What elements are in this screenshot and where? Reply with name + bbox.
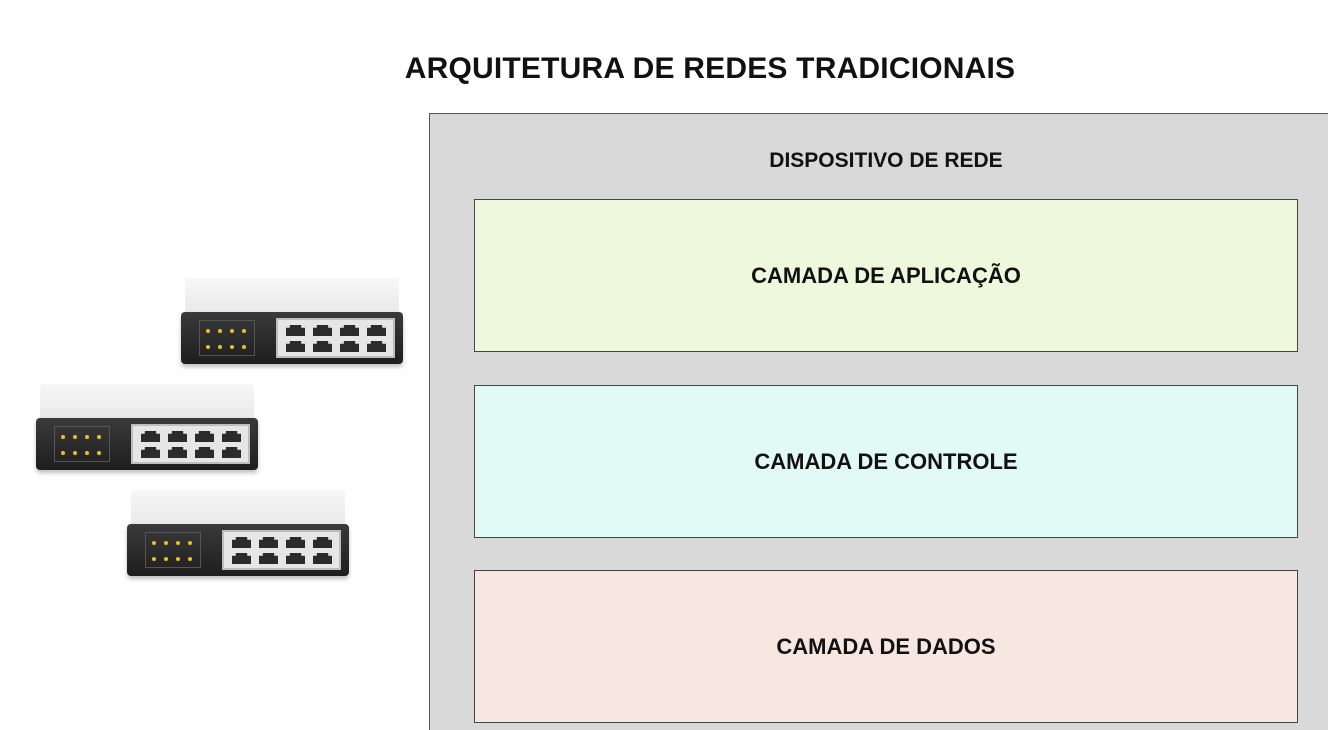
- ethernet-port-icon: [259, 537, 278, 548]
- ethernet-ports: [131, 424, 250, 464]
- led-indicator: [242, 345, 246, 349]
- ethernet-port-icon: [313, 341, 332, 352]
- switch-front-panel: [36, 418, 258, 470]
- control-layer: CAMADA DE CONTROLE: [474, 385, 1298, 538]
- led-indicator: [61, 435, 65, 439]
- ethernet-port-icon: [286, 537, 305, 548]
- network-switch-icon: [36, 384, 258, 476]
- led-indicator: [97, 435, 101, 439]
- switch-top-panel: [131, 490, 345, 526]
- switch-top-panel: [40, 384, 254, 420]
- ethernet-port-icon: [232, 553, 251, 564]
- led-indicator: [164, 557, 168, 561]
- led-indicator: [230, 345, 234, 349]
- switch-front-panel: [181, 312, 403, 364]
- ethernet-port-icon: [141, 447, 160, 458]
- ethernet-port-icon: [259, 553, 278, 564]
- ethernet-port-icon: [313, 537, 332, 548]
- led-indicator: [73, 435, 77, 439]
- switch-top-panel: [185, 278, 399, 314]
- ethernet-port-icon: [340, 341, 359, 352]
- diagram-title: ARQUITETURA DE REDES TRADICIONAIS: [404, 52, 1016, 85]
- ethernet-port-icon: [141, 431, 160, 442]
- led-indicator: [73, 451, 77, 455]
- led-indicator: [176, 557, 180, 561]
- data-layer: CAMADA DE DADOS: [474, 570, 1298, 723]
- led-indicator: [164, 541, 168, 545]
- network-switch-icon: [181, 278, 403, 370]
- led-indicator: [188, 557, 192, 561]
- led-indicator: [188, 541, 192, 545]
- device-label: DISPOSITIVO DE REDE: [769, 149, 1003, 172]
- ethernet-port-icon: [168, 447, 187, 458]
- ethernet-port-icon: [286, 325, 305, 336]
- status-leds: [199, 320, 255, 356]
- ethernet-ports: [276, 318, 395, 358]
- ethernet-port-icon: [367, 341, 386, 352]
- led-indicator: [218, 345, 222, 349]
- led-indicator: [61, 451, 65, 455]
- ethernet-port-icon: [222, 431, 241, 442]
- led-indicator: [242, 329, 246, 333]
- led-indicator: [85, 435, 89, 439]
- network-device-box: DISPOSITIVO DE REDE CAMADA DE APLICAÇÃO …: [429, 113, 1328, 730]
- led-indicator: [85, 451, 89, 455]
- ethernet-port-icon: [195, 447, 214, 458]
- ethernet-port-icon: [367, 325, 386, 336]
- ethernet-port-icon: [286, 341, 305, 352]
- ethernet-port-icon: [195, 431, 214, 442]
- ethernet-port-icon: [313, 325, 332, 336]
- ethernet-port-icon: [313, 553, 332, 564]
- led-indicator: [206, 329, 210, 333]
- led-indicator: [176, 541, 180, 545]
- led-indicator: [206, 345, 210, 349]
- led-indicator: [152, 541, 156, 545]
- ethernet-port-icon: [340, 325, 359, 336]
- status-leds: [145, 532, 201, 568]
- switch-front-panel: [127, 524, 349, 576]
- application-layer: CAMADA DE APLICAÇÃO: [474, 199, 1298, 352]
- led-indicator: [218, 329, 222, 333]
- ethernet-ports: [222, 530, 341, 570]
- ethernet-port-icon: [232, 537, 251, 548]
- network-switch-icon: [127, 490, 349, 582]
- led-indicator: [152, 557, 156, 561]
- ethernet-port-icon: [222, 447, 241, 458]
- ethernet-port-icon: [168, 431, 187, 442]
- led-indicator: [230, 329, 234, 333]
- status-leds: [54, 426, 110, 462]
- ethernet-port-icon: [286, 553, 305, 564]
- led-indicator: [97, 451, 101, 455]
